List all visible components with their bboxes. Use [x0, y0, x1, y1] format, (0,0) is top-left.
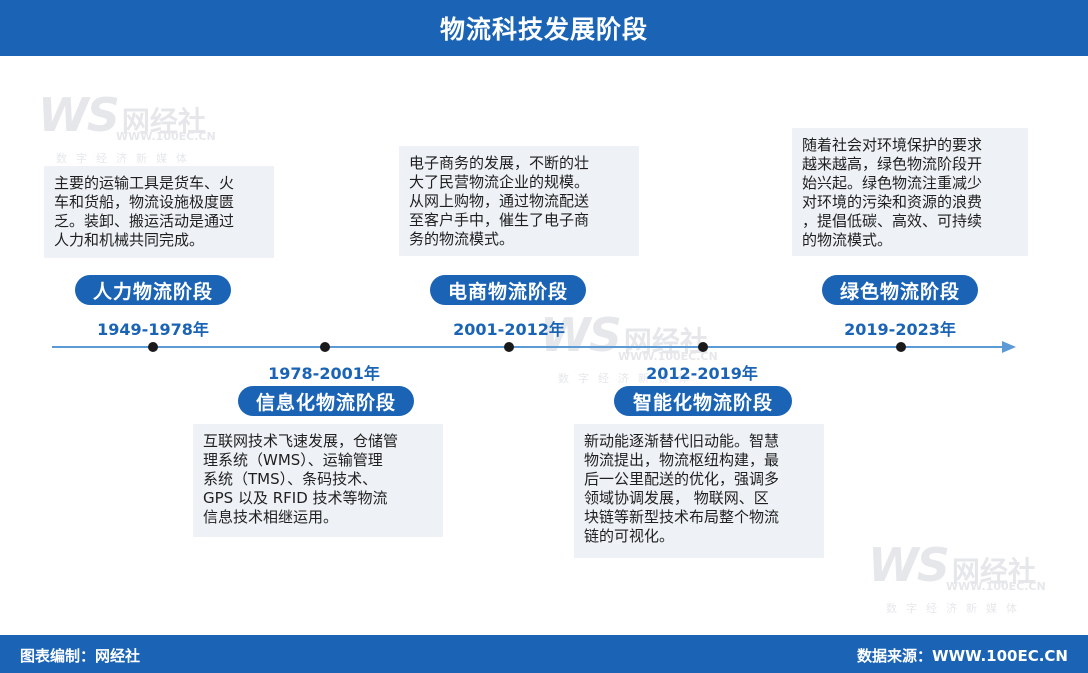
stage-description: 随着社会对环境保护的要求 越来越高，绿色物流阶段开 始兴起。绿色物流注重减少 对…: [792, 128, 1028, 256]
timeline-dot: [148, 342, 158, 352]
stage-name: 绿色物流阶段: [822, 275, 978, 305]
stage-years: 1949-1978年: [97, 320, 209, 339]
timeline-dot: [896, 342, 906, 352]
timeline-axis: [52, 346, 1004, 348]
stage-description: 新动能逐渐替代旧动能。智慧 物流提出，物流枢纽构建，最 后一公里配送的优化，强调…: [574, 424, 824, 558]
footer-source: 数据来源：WWW.100EC.CN: [857, 647, 1068, 665]
stage-name: 智能化物流阶段: [614, 386, 792, 416]
stage-years: 2019-2023年: [844, 320, 956, 339]
stage-description: 主要的运输工具是货车、火 车和货船，物流设施极度匮 乏。装卸、搬运活动是通过 人…: [44, 166, 274, 258]
stage-years: 2012-2019年: [646, 364, 758, 383]
timeline-dot: [698, 342, 708, 352]
stage-name: 信息化物流阶段: [238, 386, 414, 416]
page-title: 物流科技发展阶段: [0, 0, 1088, 56]
stage-description: 电子商务的发展，不断的壮 大了民营物流企业的规模。 从网上购物，通过物流配送 至…: [399, 146, 639, 256]
stage-name: 人力物流阶段: [75, 275, 231, 305]
stage-description: 互联网技术飞速发展，仓储管 理系统（WMS）、运输管理 系统（TMS）、条码技术…: [193, 424, 443, 537]
stage-years: 2001-2012年: [453, 320, 565, 339]
footer-compiled-by: 图表编制：网经社: [20, 647, 141, 665]
timeline-dot: [504, 342, 514, 352]
timeline-dot: [320, 342, 330, 352]
footer-bar: 图表编制：网经社 数据来源：WWW.100EC.CN: [0, 635, 1088, 673]
stage-name: 电商物流阶段: [430, 275, 586, 305]
stage-years: 1978-2001年: [268, 364, 380, 383]
timeline-arrow-icon: [1002, 341, 1016, 353]
